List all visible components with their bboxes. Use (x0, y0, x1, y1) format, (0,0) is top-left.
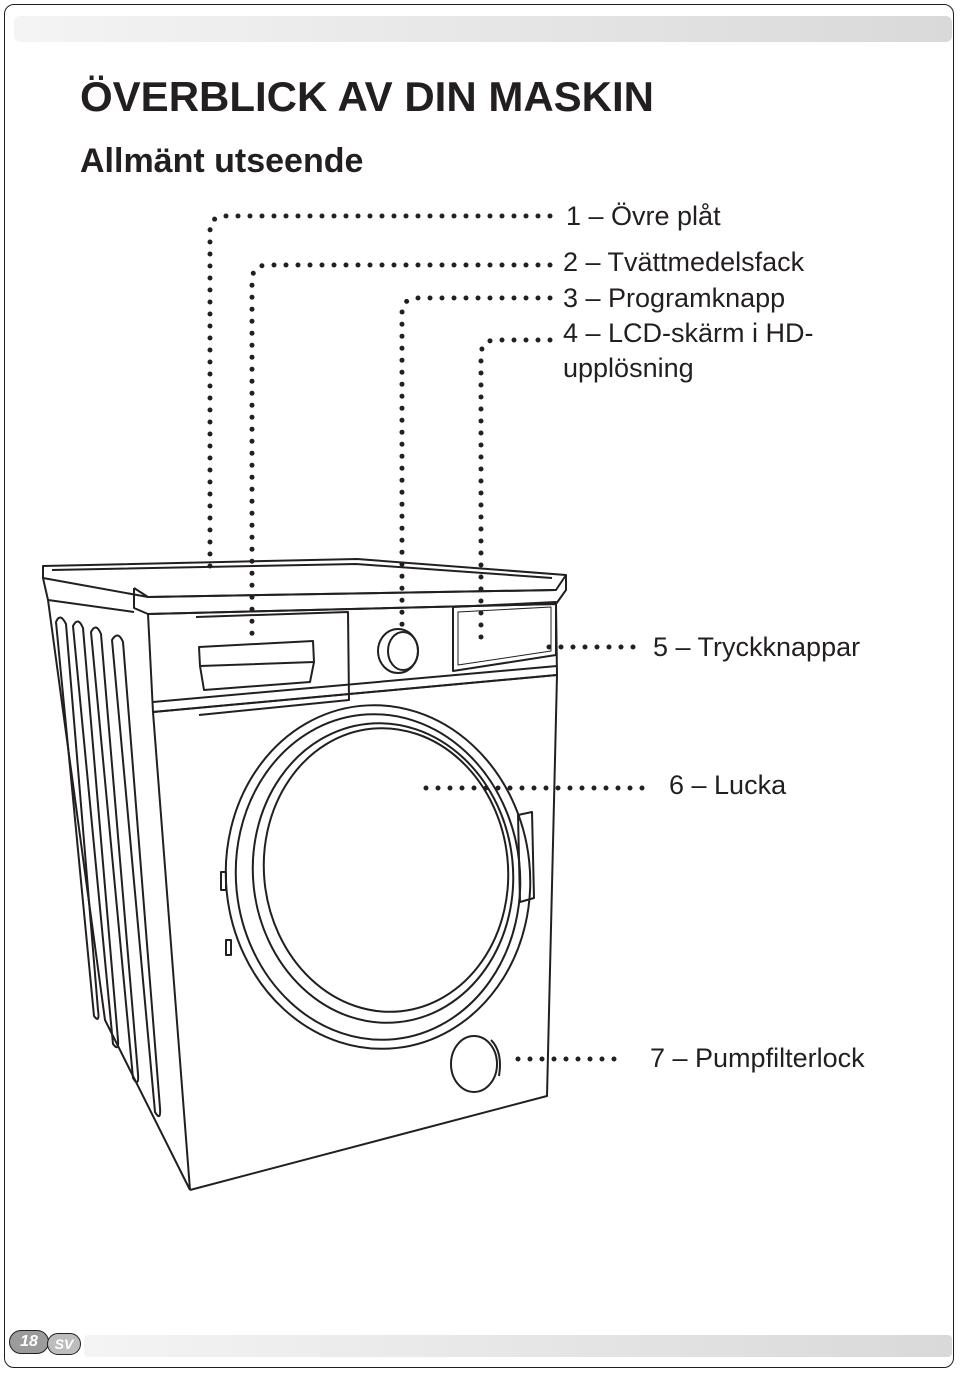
front-panel (152, 674, 558, 1191)
label-lcd-display-cont: upplösning (563, 353, 694, 383)
pump-filter-cover (450, 1035, 498, 1093)
label-top-panel: 1 – Övre plåt (566, 201, 721, 231)
footer-bar (84, 1335, 952, 1357)
door-handle (517, 811, 535, 903)
page-number: 18 (9, 1330, 49, 1354)
label-push-buttons: 5 – Tryckknappar (653, 632, 861, 662)
leader-line-3 (399, 295, 553, 635)
door (224, 704, 532, 1050)
page-title: ÖVERBLICK AV DIN MASKIN (80, 73, 655, 120)
leader-line-1 (207, 213, 553, 575)
leader-lines (207, 213, 647, 1062)
machine-outline (42, 558, 567, 1191)
leader-line-2 (249, 262, 553, 641)
header-bar (14, 16, 952, 42)
language-badge: SV (47, 1333, 81, 1355)
lcd-display (452, 601, 557, 672)
leader-line-4 (478, 337, 553, 649)
label-door: 6 – Lucka (669, 770, 787, 800)
page-subtitle: Allmänt utseende (80, 142, 364, 180)
label-lcd-display: 4 – LCD-skärm i HD- (563, 318, 814, 348)
side-panel (42, 577, 191, 1191)
detergent-drawer (195, 611, 350, 716)
label-pump-filter-cover: 7 – Pumpfilterlock (650, 1043, 865, 1073)
label-program-knob: 3 – Programknapp (563, 283, 786, 313)
label-detergent-drawer: 2 – Tvättmedelsfack (563, 247, 805, 277)
page-frame (4, 4, 954, 1368)
control-panel (147, 603, 558, 713)
